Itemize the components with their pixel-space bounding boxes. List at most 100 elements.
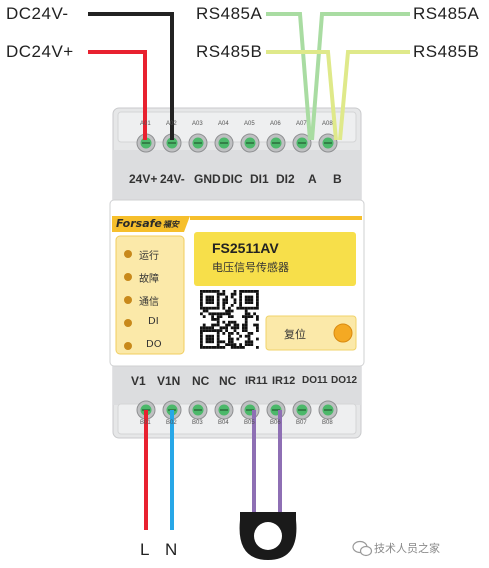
qr-module xyxy=(205,337,209,341)
qr-module xyxy=(233,326,237,330)
reset-label: 复位 xyxy=(284,328,306,341)
reset-button[interactable] xyxy=(333,323,353,343)
qr-module xyxy=(216,318,220,321)
brand-bar xyxy=(112,216,362,232)
qr-module xyxy=(230,337,234,341)
qr-module xyxy=(216,334,220,338)
qr-module xyxy=(208,295,212,299)
qr-module xyxy=(230,309,234,313)
qr-module xyxy=(239,295,242,299)
qr-module xyxy=(225,309,228,313)
qr-module xyxy=(233,323,237,327)
qr-module xyxy=(247,340,251,344)
qr-code xyxy=(198,288,261,351)
qr-module xyxy=(205,340,209,344)
term-di2: DI2 xyxy=(276,172,295,186)
qr-module xyxy=(256,329,259,332)
qr-module xyxy=(247,306,251,310)
term-a: A xyxy=(308,172,317,186)
term-ir12: IR12 xyxy=(272,375,296,387)
qr-module xyxy=(208,301,212,304)
qr-module xyxy=(250,340,254,344)
qr-module xyxy=(242,315,245,318)
qr-module xyxy=(230,292,234,296)
qr-module xyxy=(233,290,237,293)
qr-module xyxy=(208,298,212,302)
qr-module xyxy=(247,301,251,304)
qr-module xyxy=(219,315,223,318)
qr-module xyxy=(216,306,220,310)
wechat-icon xyxy=(352,540,373,557)
code-a08: A08 xyxy=(322,121,333,127)
indicator-panel xyxy=(115,235,185,355)
qr-module xyxy=(230,340,234,344)
qr-module xyxy=(202,329,206,332)
qr-module xyxy=(247,290,251,293)
qr-module xyxy=(233,343,237,346)
led-comm xyxy=(124,296,132,304)
term-24v-minus: 24V- xyxy=(160,172,185,186)
qr-module xyxy=(200,334,203,338)
led-di xyxy=(124,319,132,327)
qr-module xyxy=(214,346,217,349)
term-ir11: IR11 xyxy=(245,375,268,387)
qr-module xyxy=(256,346,259,349)
qr-module xyxy=(216,329,220,332)
qr-module xyxy=(250,301,254,304)
qr-module xyxy=(225,298,228,302)
code-a05: A05 xyxy=(244,121,255,127)
term-24v-plus: 24V+ xyxy=(129,172,158,186)
term-nc-1: NC xyxy=(192,374,210,388)
qr-module xyxy=(205,346,209,349)
brand-name: Forsafe福安 xyxy=(116,217,179,230)
qr-module xyxy=(202,306,206,310)
qr-module xyxy=(233,292,237,296)
qr-module xyxy=(211,334,214,338)
qr-module xyxy=(253,312,256,316)
qr-module xyxy=(244,306,248,310)
qr-module xyxy=(200,332,203,335)
qr-module xyxy=(256,304,259,307)
qr-module xyxy=(205,298,209,302)
qr-module xyxy=(219,292,223,296)
label-rs485b-left: RS485B xyxy=(196,42,263,61)
qr-module xyxy=(200,295,203,299)
qr-module xyxy=(228,323,231,327)
qr-module xyxy=(236,346,240,349)
qr-module xyxy=(244,318,248,321)
code-a02: A02 xyxy=(166,121,177,127)
code-b02: B02 xyxy=(166,420,177,426)
led-label-comm: 通信 xyxy=(139,297,159,308)
qr-module xyxy=(216,343,220,346)
qr-module xyxy=(211,318,214,321)
brand-en: Forsafe xyxy=(116,217,162,230)
qr-module xyxy=(244,301,248,304)
label-rs485a-right: RS485A xyxy=(413,4,480,23)
qr-module xyxy=(233,346,237,349)
qr-module xyxy=(239,343,242,346)
qr-module xyxy=(219,312,223,316)
qr-module xyxy=(228,334,231,338)
qr-module xyxy=(247,332,251,335)
qr-module xyxy=(256,315,259,318)
qr-module xyxy=(256,295,259,299)
qr-module xyxy=(211,346,214,349)
qr-module xyxy=(202,315,206,318)
qr-module xyxy=(216,298,220,302)
qr-module xyxy=(256,301,259,304)
qr-module xyxy=(200,326,203,330)
qr-module xyxy=(230,346,234,349)
qr-module xyxy=(216,301,220,304)
qr-module xyxy=(239,306,242,310)
qr-module xyxy=(250,343,254,346)
qr-module xyxy=(205,326,209,330)
qr-module xyxy=(208,334,212,338)
term-di1: DI1 xyxy=(250,172,269,186)
qr-module xyxy=(219,340,223,344)
qr-module xyxy=(216,340,220,344)
qr-module xyxy=(256,323,259,327)
qr-module xyxy=(256,326,259,330)
term-dic: DIC xyxy=(222,172,243,186)
bottom-wires xyxy=(144,410,282,530)
qr-module xyxy=(244,334,248,338)
